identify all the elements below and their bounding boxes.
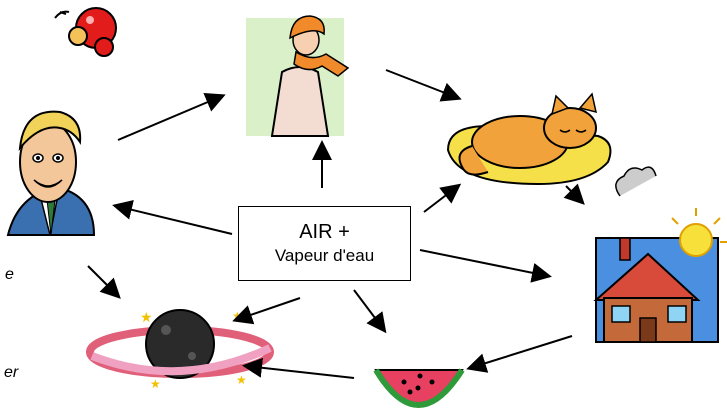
- watermelon-icon: [373, 368, 465, 408]
- arrow-man-to-planet: [87, 265, 121, 299]
- woman-scarf-icon: [246, 15, 350, 137]
- center-box: AIR + Vapeur d'eau: [238, 206, 411, 281]
- arrow-watermelon-to-planet: [242, 357, 355, 379]
- arrow-box-to-house: [419, 249, 552, 283]
- arrow-box-to-planet: [232, 297, 301, 325]
- arrows: [87, 69, 585, 379]
- arrow-man-to-woman: [117, 93, 226, 141]
- center-box-line1: AIR +: [299, 220, 350, 243]
- left-text-fragment-2: er: [4, 364, 19, 381]
- sleeping-cat-icon: [446, 92, 612, 186]
- arrow-box-to-watermelon: [353, 289, 387, 334]
- svg-text:★: ★: [236, 373, 247, 387]
- arrow-woman-to-cat: [385, 69, 462, 102]
- arrow-box-to-cat: [423, 183, 462, 213]
- left-text-fragment-1: e: [5, 266, 14, 283]
- arrow-cat-to-house: [563, 183, 585, 205]
- svg-text:★: ★: [150, 377, 161, 391]
- atom-molecule-icon: [54, 7, 117, 57]
- planet-icon: ★ ★ ★ ★: [86, 309, 274, 391]
- person-man-icon: [6, 110, 96, 236]
- arrow-house-to-watermelon: [466, 335, 573, 373]
- arrow-box-to-man: [112, 200, 233, 235]
- sunny-house-icon: [593, 166, 727, 343]
- svg-text:★: ★: [140, 310, 153, 326]
- svg-text:★: ★: [232, 309, 243, 323]
- center-box-line2: Vapeur d'eau: [274, 245, 375, 265]
